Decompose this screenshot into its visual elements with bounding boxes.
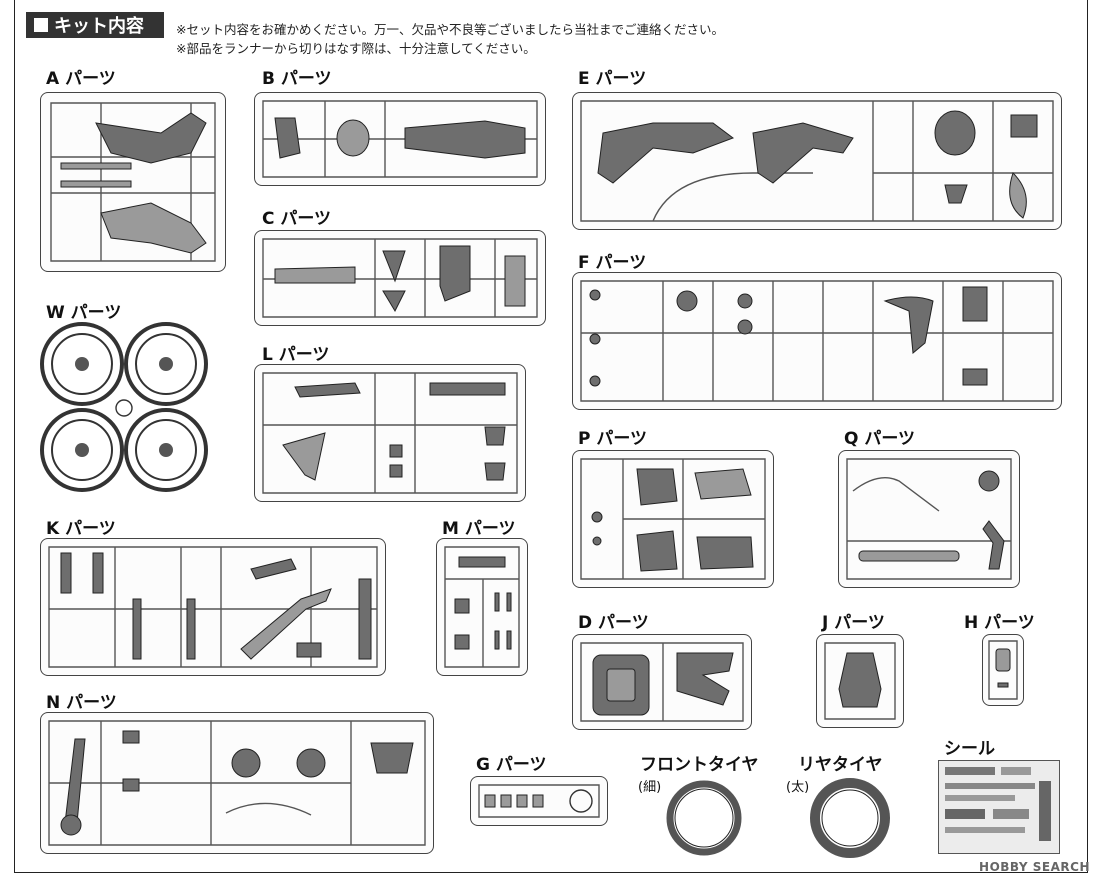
- front-tire-sub: (細): [638, 780, 662, 795]
- runner-k-parts-illustration: [48, 546, 378, 668]
- label-f-parts: F パーツ: [578, 253, 647, 273]
- rear-tire-label: リヤタイヤ: [798, 755, 883, 775]
- front-tire-illustration: [666, 780, 742, 856]
- runner-a-parts-illustration: [50, 102, 216, 262]
- rear-tire-sub: (太): [786, 780, 810, 795]
- runner-m: [436, 538, 528, 676]
- rear-tire-illustration: [810, 778, 890, 858]
- runner-k: [40, 538, 386, 676]
- runner-d-parts-illustration: [580, 642, 744, 722]
- label-p-parts: P パーツ: [578, 429, 648, 449]
- label-m-parts: M パーツ: [442, 519, 516, 539]
- runner-l: [254, 364, 526, 502]
- kit-contents-title: キット内容: [54, 16, 144, 37]
- wheels-illustration: [40, 322, 208, 492]
- runner-h: [982, 634, 1024, 706]
- wheel-4: [124, 408, 208, 492]
- runner-a: [40, 92, 226, 272]
- label-g-parts: G パーツ: [476, 755, 547, 775]
- label-l-parts: L パーツ: [262, 345, 330, 365]
- heading-square-icon: [34, 18, 48, 32]
- label-k-parts: K パーツ: [46, 519, 116, 539]
- label-a-parts: A パーツ: [46, 69, 116, 89]
- runner-d: [572, 634, 752, 730]
- runner-e: [572, 92, 1062, 230]
- label-e-parts: E パーツ: [578, 69, 647, 89]
- runner-c: [254, 230, 546, 326]
- label-b-parts: B パーツ: [262, 69, 332, 89]
- front-tire-label: フロントタイヤ: [640, 755, 759, 775]
- label-d-parts: D パーツ: [578, 613, 649, 633]
- label-c-parts: C パーツ: [262, 209, 332, 229]
- wheel-2: [124, 322, 208, 406]
- runner-n-parts-illustration: [48, 720, 426, 846]
- runner-f-parts-illustration: [580, 280, 1054, 402]
- runner-e-parts-illustration: [580, 100, 1054, 222]
- runner-j: [816, 634, 904, 728]
- note-line-1: ※セット内容をお確かめください。万一、欠品や不良等ございましたら当社までご連絡く…: [176, 22, 724, 37]
- runner-b: [254, 92, 546, 186]
- runner-m-parts-illustration: [444, 546, 520, 668]
- runner-q-parts-illustration: [846, 458, 1012, 580]
- runner-j-parts-illustration: [824, 642, 896, 720]
- sticker-sheet-illustration: [945, 767, 1051, 841]
- runner-c-parts-illustration: [262, 238, 538, 318]
- label-q-parts: Q パーツ: [844, 429, 916, 449]
- label-j-parts: J パーツ: [822, 613, 885, 633]
- runner-g-parts-illustration: [478, 784, 600, 818]
- sticker-sheet: [938, 760, 1060, 854]
- page-frame: [14, 0, 1088, 873]
- runner-w-wheels: [40, 322, 210, 494]
- label-h-parts: H パーツ: [964, 613, 1035, 633]
- label-w-parts: W パーツ: [46, 303, 122, 323]
- note-line-2: ※部品をランナーから切りはなす際は、十分注意してください。: [176, 41, 536, 56]
- wheel-3: [40, 408, 124, 492]
- watermark: HOBBY SEARCH: [979, 860, 1090, 874]
- runner-l-parts-illustration: [262, 372, 518, 494]
- sticker-label: シール: [944, 739, 995, 759]
- runner-b-parts-illustration: [262, 100, 538, 178]
- runner-g: [470, 776, 608, 826]
- kit-contents-heading: キット内容: [26, 12, 164, 38]
- runner-n: [40, 712, 434, 854]
- runner-f: [572, 272, 1062, 410]
- label-n-parts: N パーツ: [46, 693, 117, 713]
- runner-p-parts-illustration: [580, 458, 766, 580]
- runner-h-parts-illustration: [988, 640, 1018, 700]
- runner-p: [572, 450, 774, 588]
- runner-q: [838, 450, 1020, 588]
- kit-notes: ※セット内容をお確かめください。万一、欠品や不良等ございましたら当社までご連絡く…: [176, 20, 724, 58]
- wheel-1: [40, 322, 124, 406]
